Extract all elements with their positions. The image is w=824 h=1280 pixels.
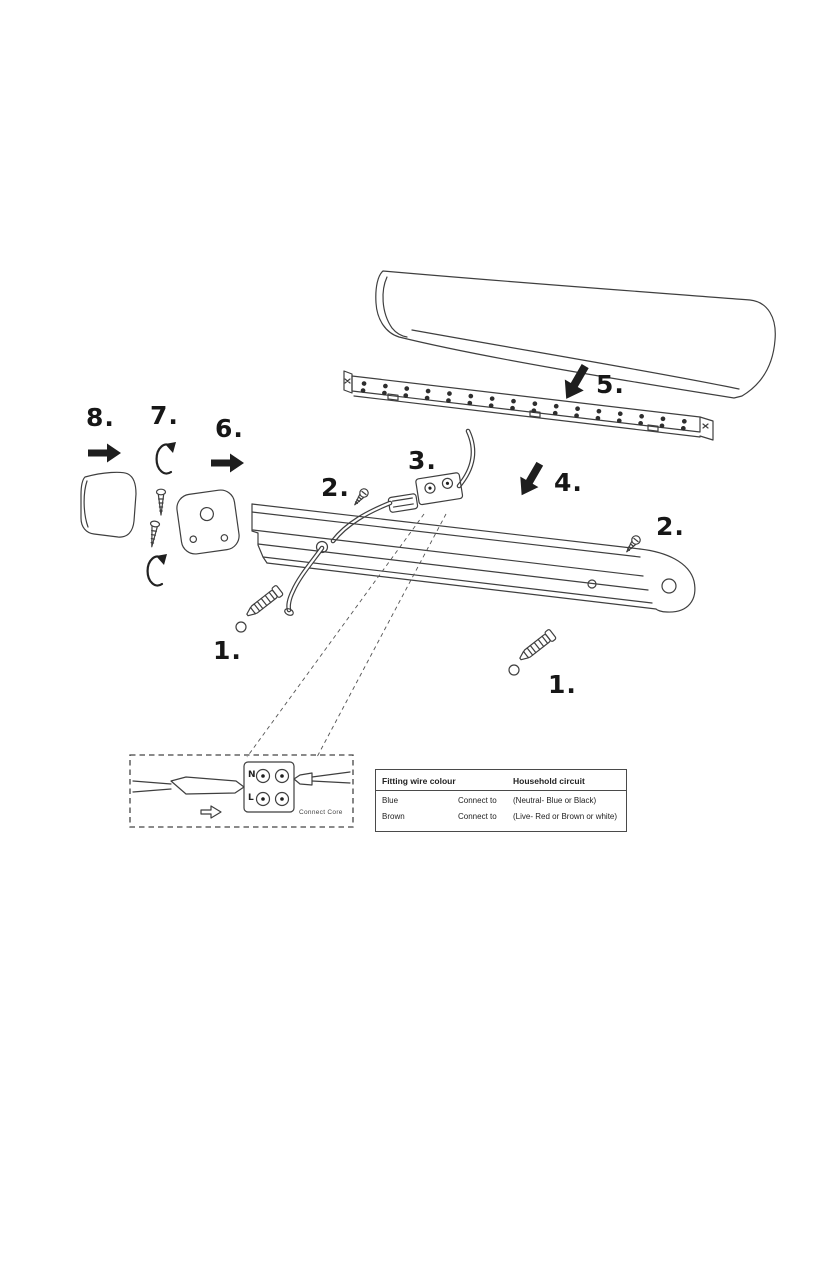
diffuser-cover-part — [375, 270, 776, 399]
cell-colour: Blue — [382, 796, 399, 805]
cell-action: Connect — [458, 796, 488, 805]
cell-colour: Brown — [382, 812, 405, 821]
table-row: Brown Connect to (Live- Red or Brown or … — [376, 812, 626, 826]
mounting-plate-part — [176, 489, 240, 555]
bold-arrow-right-icon — [211, 453, 244, 473]
step-label-1-right: 1. — [548, 670, 577, 699]
wall-plug-icon — [246, 585, 284, 617]
wiring-table: Fitting wire colour Household circuit Bl… — [375, 769, 627, 832]
led-board-part — [343, 370, 714, 441]
screw-icon — [354, 488, 369, 506]
down-arrow-icon — [556, 360, 595, 405]
down-arrow-icon — [512, 458, 549, 501]
cell-action: Connect — [458, 812, 488, 821]
wall-plug-icon — [519, 629, 557, 661]
wire-crimp-right — [293, 771, 351, 786]
step-label-6: 6. — [215, 414, 244, 443]
step-label-4: 4. — [554, 468, 583, 497]
leader-line — [246, 513, 425, 758]
step-label-1-left: 1. — [213, 636, 242, 665]
wiring-table-header: Fitting wire colour Household circuit — [376, 770, 626, 791]
wire-crimp-left — [132, 776, 245, 795]
screw-icon — [626, 535, 641, 553]
rotation-arrow-icon — [146, 554, 167, 587]
screw-icon — [155, 488, 167, 516]
bold-arrow-right-icon — [88, 443, 121, 463]
step-label-2-right: 2. — [656, 512, 685, 541]
cell-to: to — [490, 812, 497, 821]
table-header-household: Household circuit — [513, 776, 585, 786]
connector-detail-box — [129, 754, 354, 828]
channel-body-part — [251, 503, 696, 613]
cell-to: to — [490, 796, 497, 805]
cell-circuit: (Neutral- Blue or Black) — [513, 796, 597, 805]
leader-line — [316, 513, 447, 758]
pilot-hole-marker — [235, 621, 247, 633]
terminal-l-label: L — [248, 793, 254, 803]
led-cable — [456, 428, 476, 489]
step-label-2-left: 2. — [321, 473, 350, 502]
pilot-hole-marker — [508, 664, 520, 676]
connector-caption: Connect Core — [299, 809, 343, 816]
step-label-3: 3. — [408, 446, 437, 475]
end-cap-part — [80, 471, 137, 538]
cell-circuit: (Live- Red or Brown or white) — [513, 812, 618, 821]
table-header-fitting: Fitting wire colour — [382, 776, 456, 786]
rotation-arrow-icon — [155, 442, 176, 475]
flow-arrow-icon — [200, 805, 222, 819]
screw-icon — [149, 520, 161, 548]
terminal-n-label: N — [248, 770, 256, 780]
step-label-7: 7. — [150, 401, 179, 430]
step-label-8: 8. — [86, 403, 115, 432]
power-cable — [284, 545, 325, 616]
step-label-5: 5. — [596, 370, 625, 399]
terminal-block-detail — [243, 761, 295, 813]
table-row: Blue Connect to (Neutral- Blue or Black) — [376, 796, 626, 810]
terminal-connector-part — [387, 472, 464, 513]
connector-cable — [330, 500, 393, 544]
